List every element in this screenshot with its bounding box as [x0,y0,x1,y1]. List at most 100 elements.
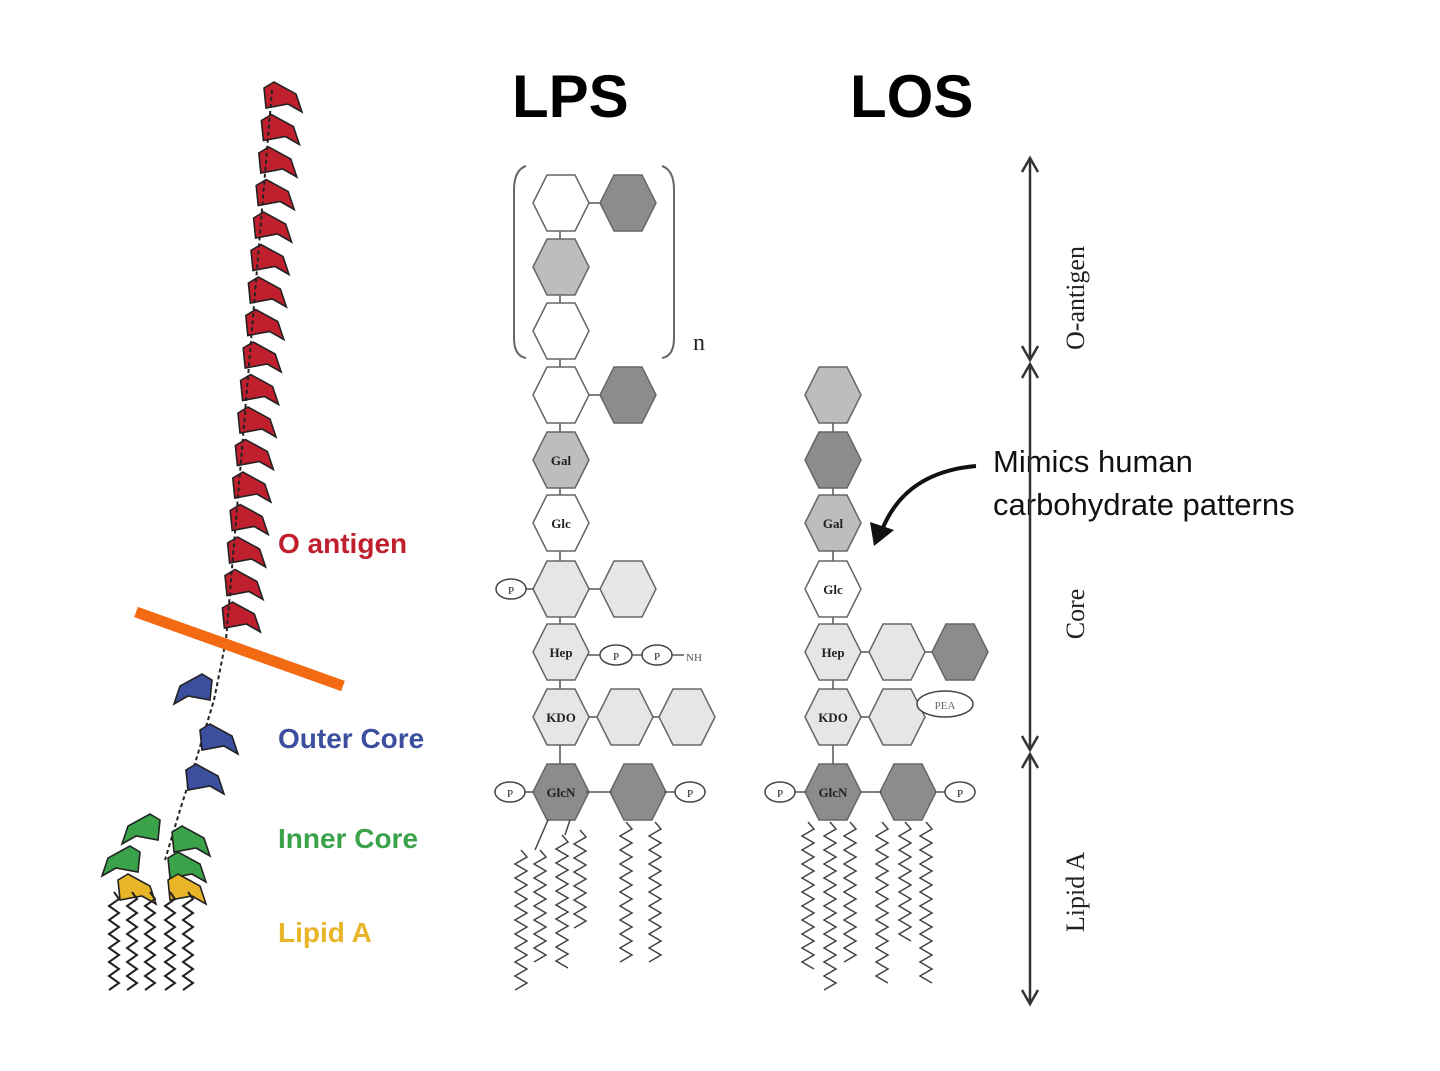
lps-phosphate-glcn-left [494,781,526,803]
lps-glc-hex-label: Glc [551,516,571,531]
los-phosphate-glcn-right [944,781,976,803]
lps-glcn-hex-2 [609,763,667,821]
lps-repeat-hex-2 [532,238,590,296]
los-tail-2 [822,821,838,991]
lps-tail-6 [647,821,663,963]
los-pea-label: PEA [935,700,956,712]
region-label-lipid-a: Lipid A [1061,852,1090,932]
repeat-bracket-left [513,165,527,359]
svg-text:P: P [654,651,660,663]
los-pea-group [916,690,974,718]
o-antigen-unit-7 [247,276,288,309]
los-tail-3 [842,821,858,963]
repeat-subscript: n [693,330,705,356]
los-tail-1 [800,821,816,970]
o-antigen-unit-2 [260,113,301,147]
los-tail-4 [874,821,890,984]
o-antigen-unit-13 [231,471,273,504]
o-antigen-unit-8 [244,308,286,342]
lps-cartoon: O antigen Outer Core Inner Core Lipid A [100,81,424,991]
lps-phosphate-core [495,578,527,600]
los-glc-hex-label: Glc [823,582,843,597]
outer-core-unit-3 [185,763,226,796]
lps-glc-hex [532,494,590,552]
lps-core-hex [532,560,590,618]
svg-text:P: P [507,788,513,800]
lps-tail-4 [572,829,588,929]
o-antigen-unit-4 [255,178,296,212]
label-inner-core: Inner Core [278,823,418,854]
lps-phosphate-glcn-right [674,781,706,803]
lps-hep-hex-label: Hep [549,645,572,660]
los-phosphate-glcn-left [764,781,796,803]
lps-hep-hex [532,623,590,681]
lps-kdo-branch-hex-2 [658,688,716,746]
title-lps: LPS [512,63,629,130]
lipid-a-unit-1 [117,873,158,906]
o-antigen-unit-5 [252,211,294,244]
o-antigen-unit-14 [229,503,270,537]
lipid-a-tails [107,891,195,991]
annotation-arrow [880,464,977,531]
lps-tail-5 [618,821,634,963]
los-glcn-hex-1-label: GlcN [819,785,848,800]
lipid-a-tail-1 [107,891,121,991]
o-antigen-unit-17 [221,601,262,634]
svg-text:P: P [687,788,693,800]
los-glcn-hex-2 [879,763,937,821]
o-antigen-unit-12 [234,438,275,472]
lps-outer-hex [532,366,590,424]
annotation-line-1: Mimics human [993,444,1193,479]
los-kdo-hex-label: KDO [818,710,848,725]
cut-line [134,606,345,692]
lps-fatty-acid-tails [513,819,663,991]
annotation-arrowhead [870,522,894,546]
o-antigen-unit-16 [224,568,265,602]
o-antigen-unit-3 [257,146,299,179]
svg-text:P: P [957,788,963,800]
lps-repeat-hex-3 [532,302,590,360]
los-kdo-branch-hex [868,688,926,746]
lps-gal-hex-label: Gal [551,453,572,468]
lps-kdo-hex-label: KDO [546,710,576,725]
los-fatty-acid-tails [800,821,934,991]
label-lipid-a: Lipid A [278,917,372,948]
region-label-core: Core [1061,589,1090,640]
lps-tail-1 [513,849,529,991]
lps-nh-label: NH [686,652,702,664]
lps-gal-hex [532,431,590,489]
title-los: LOS [850,63,973,130]
lps-tail-3 [554,834,570,969]
o-antigen-unit-6 [250,243,291,277]
lps-core-branch-hex [599,560,657,618]
lps-repeat-branch-hex [599,174,657,232]
inner-core-unit-2 [171,825,212,858]
los-hep-hex-label: Hep [821,645,844,660]
los-tail-6 [918,821,934,984]
label-outer-core: Outer Core [278,723,424,754]
svg-text:P: P [613,651,619,663]
region-scale: O-antigen Core Lipid A [1020,155,1090,1007]
lipid-a-tail-5 [181,891,195,991]
label-o-antigen: O antigen [278,528,407,559]
svg-text:P: P [508,585,514,597]
los-terminal-hex [804,366,862,424]
lps-glcn-hex-1-label: GlcN [547,785,576,800]
los-hep-branch-hex-1 [868,623,926,681]
lps-outer-branch-hex [599,366,657,424]
inner-core-unit-1 [120,813,161,846]
outer-core-unit-1 [172,673,213,706]
los-gal-hex-label: Gal [823,516,844,531]
lipid-a-tail-2 [125,891,139,991]
los-hep-branch-hex-2 [931,623,989,681]
lps-repeat-hex-1 [532,174,590,232]
lipid-a-tail-4 [163,891,177,991]
los-glc-hex [804,560,862,618]
region-label-o-antigen: O-antigen [1061,246,1090,350]
lipid-a-unit-2 [167,873,208,906]
